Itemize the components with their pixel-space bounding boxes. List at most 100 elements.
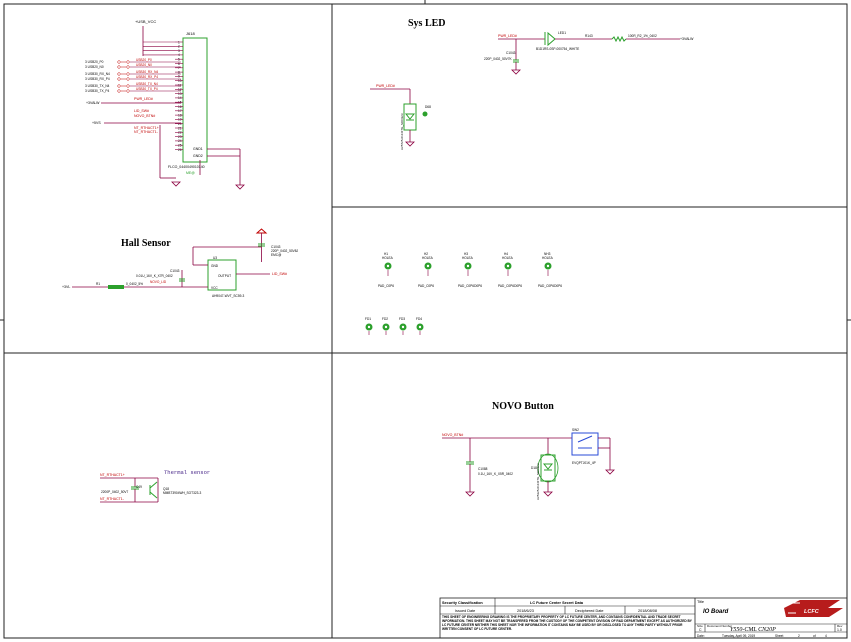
connector-pin-number: 18: [178, 113, 182, 117]
novo-switch: [571, 432, 599, 456]
sys-led-cap-value: 220P_0402_50V7K: [484, 57, 513, 61]
novo-diode-part: AZ5125-01F.R7G_SOD323: [536, 463, 540, 500]
usb-connector-block: +USB_VCC J618 12345678910111213141516171…: [85, 19, 245, 190]
sheet-value: 2: [798, 634, 800, 638]
sheet-frame: [3, 3, 848, 639]
net-pwr-led: PWR_LED#: [134, 97, 153, 101]
sys-led-net-in: PWR_LED#: [498, 34, 517, 38]
usb-vcc-net: +USB_VCC: [135, 19, 156, 24]
hole-ref: H3: [464, 252, 468, 256]
sheet-label: Sheet: [775, 634, 783, 638]
connector-pins: 1234567891011121314151617181920212223242…: [143, 40, 183, 152]
docnum-value: Y550-CML CN20P: [730, 627, 776, 633]
hall-ic-body: [207, 259, 237, 291]
connector-pin-number: 20: [178, 122, 182, 126]
hole-pad-label: PAD_C0P6D0P6: [458, 284, 482, 288]
fiducial-ref: FD2: [382, 317, 388, 321]
connector-pin-number: 11: [178, 83, 182, 87]
novo-sw-ref: SW2: [572, 428, 579, 432]
date-label: Date:: [697, 634, 705, 638]
hall-pin-output: OUTPUT: [218, 274, 231, 278]
rev-value: 1.0: [837, 628, 842, 632]
connector-part: FLCO_0440049010140: [168, 165, 205, 169]
hole-type: HOLEA: [542, 256, 554, 260]
net-label: USB30_TX_P4: [136, 87, 158, 91]
sys-led-net-in2: PWR_LED#: [376, 84, 395, 88]
led-symbol: [547, 31, 556, 47]
net-label: USB30_TX_N4: [136, 82, 158, 86]
hall-cap1-extra: EMC@: [271, 253, 281, 257]
thermal-net-plus: NT_RTHACT1+: [100, 473, 125, 477]
sys-led-cap-ref: C1043: [506, 51, 516, 55]
hall-net-out: LID_SW#: [272, 272, 287, 276]
net-label: USB30_RX_N4: [136, 70, 158, 74]
hall-ic-part: AH9047-WVT_SC59-3: [212, 294, 244, 298]
ground-symbol: [235, 184, 245, 190]
mount-dot: [422, 111, 428, 117]
net-3valw: +3VALW: [86, 101, 100, 105]
sys-led-diode-part: AZ5725-01F.R7G_SOD323: [400, 113, 404, 150]
sys-led-block: Sys LED PWR_LED# C1043 220P_0402_50V7K L…: [370, 18, 694, 150]
novo-cap-value: 0.1U_16V_K_X5R_0402: [478, 472, 513, 476]
hall-cap1-value: 220P_0402_50V8J: [271, 249, 299, 253]
net-sheet-ref: 3 USB30_RX_N4: [85, 72, 110, 76]
novo-button-block: NOVO Button NOVO_BTN# C1088 0.1U_16V_K_X…: [442, 401, 615, 500]
issued-label: Issued Date: [455, 609, 475, 613]
hall-sensor-title: Hall Sensor: [121, 238, 171, 249]
hole-type: HOLEA: [502, 256, 514, 260]
hall-pin-vcc: VCC: [211, 286, 218, 290]
net-label: USB20_N0: [136, 63, 152, 67]
hall-ic-ref: U3: [213, 256, 217, 260]
mounting-holes: H1HOLEAPAD_C0P6H2HOLEAPAD_C0P6H3HOLEAPAD…: [378, 252, 562, 288]
sys-led-title: Sys LED: [408, 18, 446, 29]
date-value: Tuesday, April 09, 2019: [722, 634, 755, 638]
hole-ref: NH3: [544, 252, 551, 256]
connector-pin-number: 3: [178, 49, 180, 53]
sys-led-net-out: +3VALW: [680, 37, 694, 41]
logo-text: LCFC: [804, 609, 820, 615]
hall-pin-gnd: GND: [211, 264, 219, 268]
net-sheet-ref: 3 USB20_N0: [85, 65, 104, 69]
sys-led-diode-ref: D68: [425, 105, 431, 109]
of-label: of: [813, 634, 816, 638]
lcfc-logo: LCFC: [784, 600, 843, 617]
thermal-q-ref: Q18: [163, 487, 169, 491]
connector-pin-number: 13: [178, 92, 182, 96]
connector-pin-number: 6: [178, 62, 180, 66]
hall-cap2-value: 0.01U_16V_K_X7R_0402: [136, 274, 173, 278]
connector-pin-number: 10: [178, 79, 182, 83]
net-sheet-ref: 3 USB30_RX_P4: [85, 77, 110, 81]
hole-type: HOLEA: [422, 256, 434, 260]
thermal-title: Thermal sensor: [164, 469, 210, 476]
thermal-q-part: MMBT3904WH_SOT323-3: [163, 491, 201, 495]
connector-body: [182, 37, 208, 163]
novo-diode-ref: D18: [531, 466, 537, 470]
hole-pad-label: PAD_C0P6: [378, 284, 394, 288]
hole-ref: H4: [504, 252, 508, 256]
sys-led-res-value: 100R_R2_1%_0402: [628, 34, 657, 38]
hall-resistor: [108, 285, 124, 289]
hall-sensor-block: Hall Sensor C1043 220P_0402_50V8J EMC@ U…: [62, 228, 299, 298]
svg-text:ME@: ME@: [186, 171, 195, 175]
net-label: USB30_RX_P4: [136, 75, 158, 79]
gnd2-pin: GND2: [193, 154, 203, 158]
net-thermal-plus: NT_RTHACT1+: [134, 126, 159, 130]
hall-cap2-ref: C1043: [170, 269, 180, 273]
net-5vs: +5VS: [92, 121, 101, 125]
of-value: 4: [825, 634, 827, 638]
net-sheet-ref: 3 USB30_TX_P4: [85, 89, 110, 93]
novo-sw-part: EVQPTJ01K_4P: [572, 461, 596, 465]
net-sheet-ref: 3 USB30_TX_N4: [85, 84, 110, 88]
hall-cap1-ref: C1043: [271, 245, 281, 249]
thermal-cap-ref: C49: [136, 485, 142, 489]
novo-cap-ref: C1088: [478, 467, 488, 471]
confidential-notice: THIS SHEET OF ENGINEERING DRAWING IS THE…: [442, 615, 692, 631]
security-value: LC Future Center Secret Data: [530, 601, 584, 605]
hole-type: HOLEA: [382, 256, 394, 260]
net-thermal-minus: NT_RTHACT1-: [134, 130, 159, 134]
net-sheet-ref: 3 USB20_P0: [85, 60, 104, 64]
thermal-cap-value: 2200P_0402_50V7: [101, 490, 129, 494]
issued-value: 2018/6/23: [517, 609, 534, 613]
connector-pin-number: 16: [178, 105, 182, 109]
